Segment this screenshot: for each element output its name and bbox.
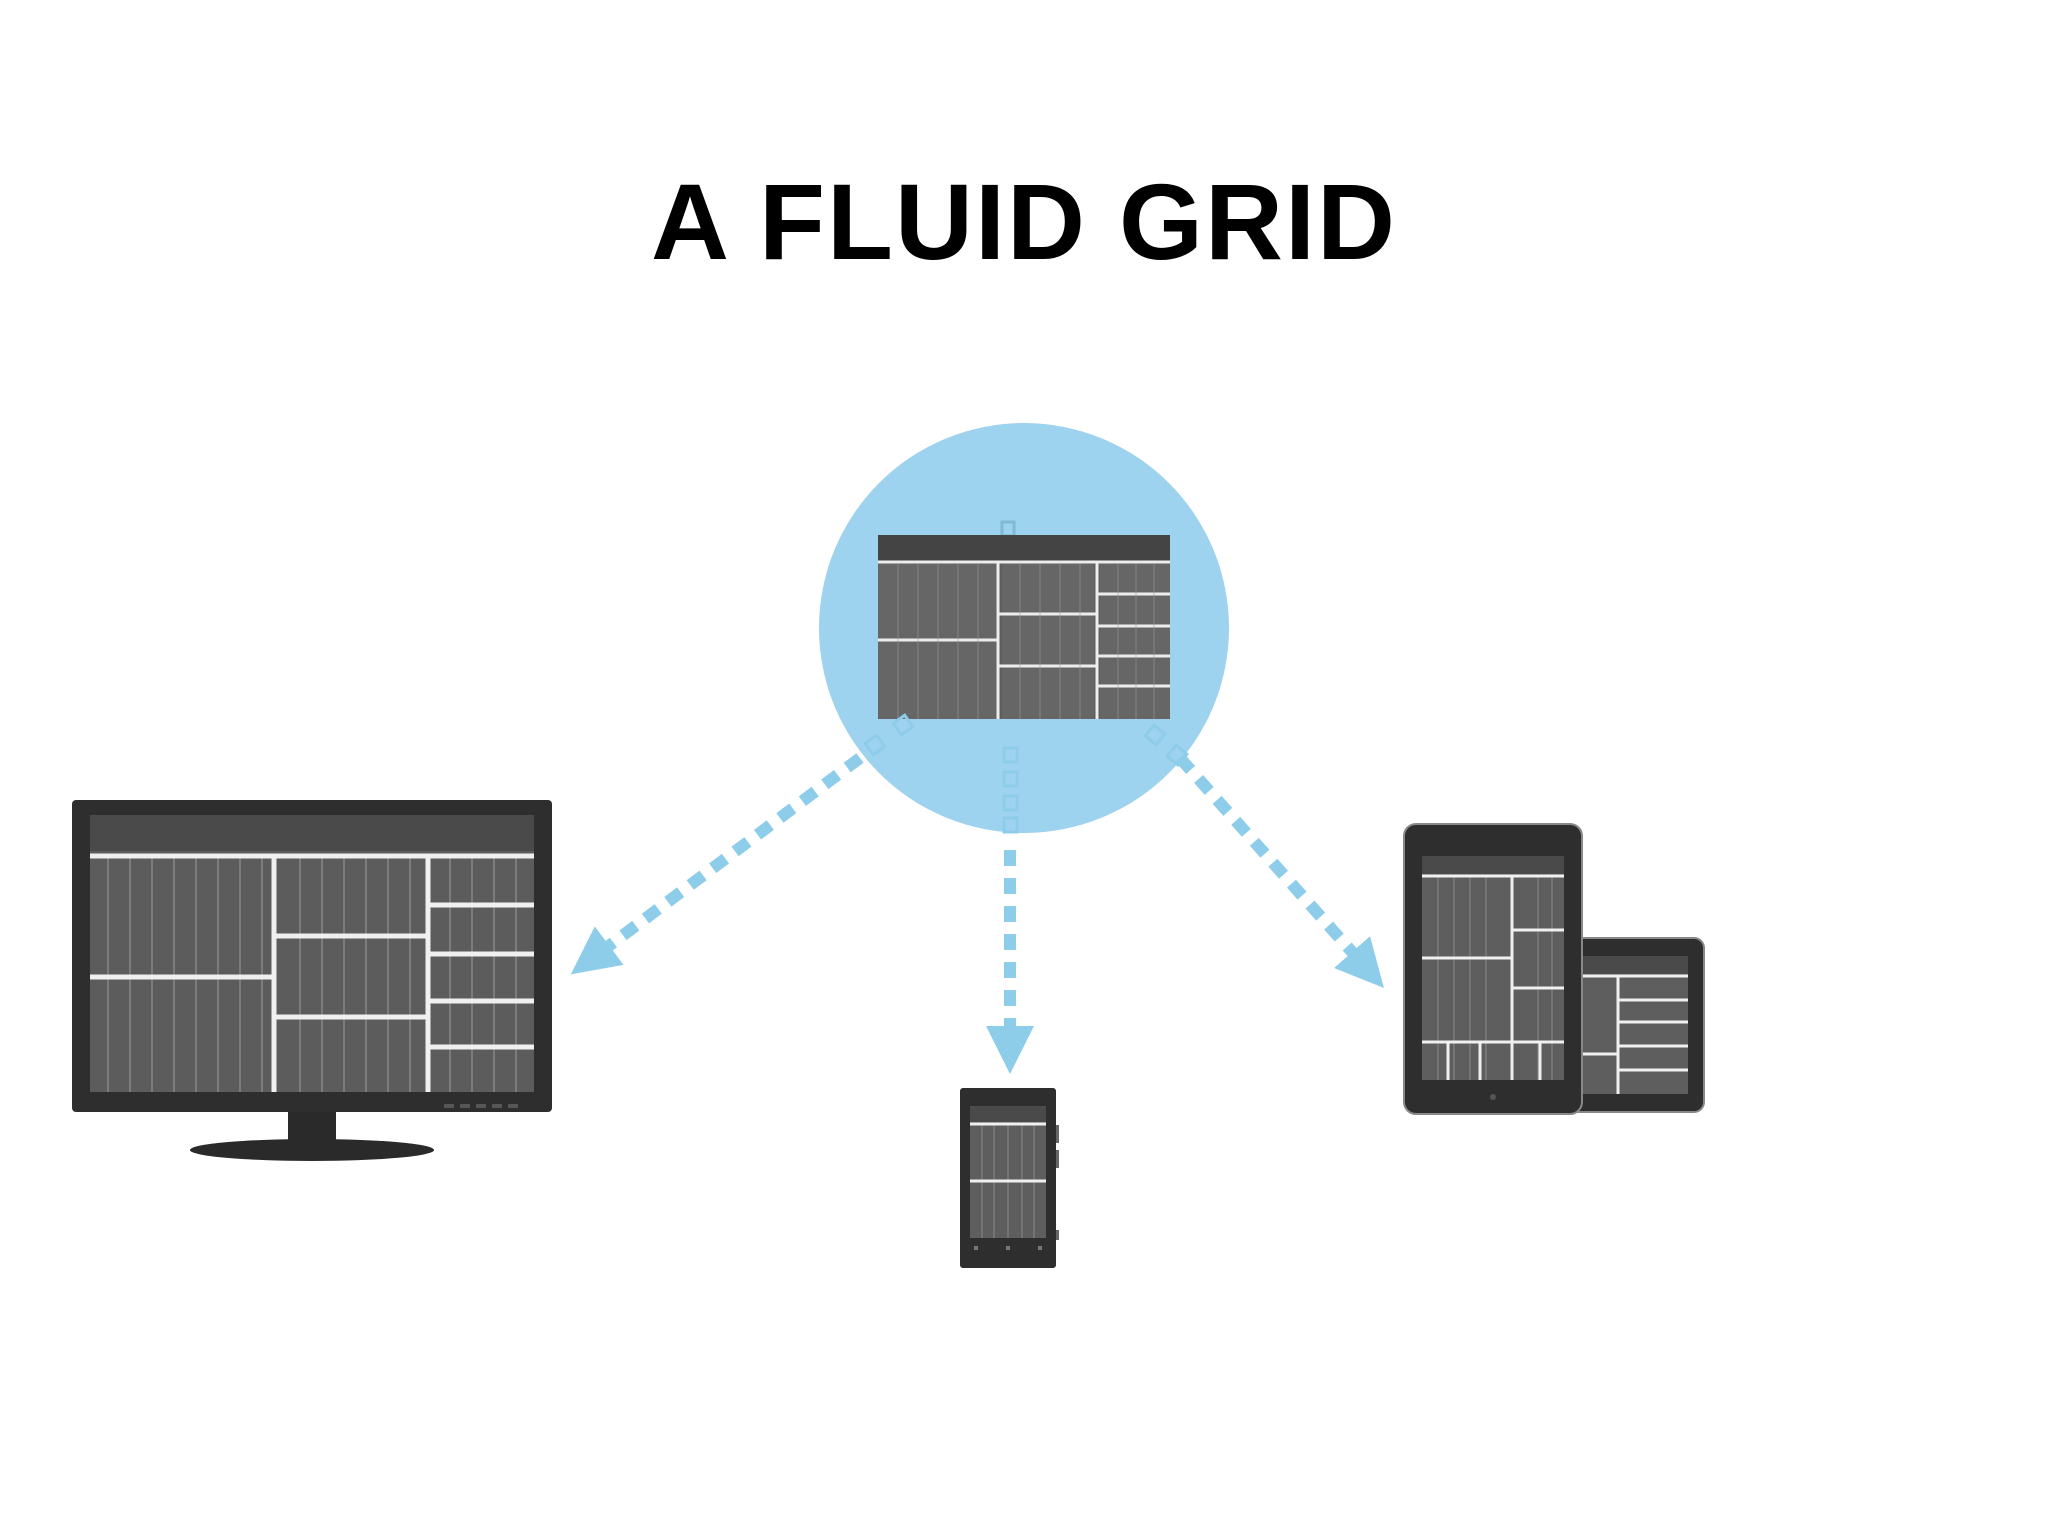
desktop-monitor — [72, 800, 552, 1161]
tablet-landscape — [1559, 937, 1705, 1113]
tablet-portrait — [1403, 823, 1583, 1115]
tablets — [1403, 823, 1705, 1115]
master-grid-icon — [878, 535, 1170, 719]
diagram-title: A FLUID GRID — [651, 161, 1397, 282]
arrow-to-tablets — [1175, 754, 1384, 988]
source-grid-circle — [819, 423, 1229, 833]
arrow-to-desktop — [570, 753, 864, 975]
smartphone — [960, 1088, 1059, 1268]
